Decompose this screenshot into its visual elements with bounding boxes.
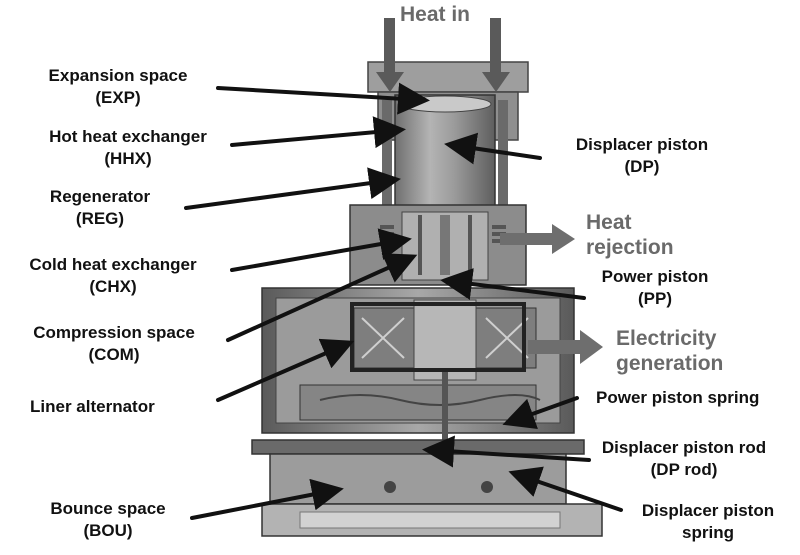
power-piston-name: Power piston bbox=[601, 267, 709, 286]
displacer-piston-spring-line1: Displacer piston bbox=[641, 501, 775, 520]
electricity-generation-line1: Electricity bbox=[616, 327, 717, 350]
leader-power-piston-spring bbox=[502, 396, 579, 429]
cold-hx-name: Cold heat exchanger bbox=[29, 255, 197, 274]
power-piston-spring-label: Power piston spring bbox=[596, 388, 760, 407]
displacer-piston-rod-name: Displacer piston rod bbox=[601, 438, 767, 457]
bounce-space-abbr: (BOU) bbox=[83, 521, 133, 540]
heat-in-label: Heat in bbox=[400, 3, 471, 26]
leader-expansion-space bbox=[216, 82, 430, 115]
leader-liner-alternator bbox=[216, 338, 355, 402]
leader-bounce-space bbox=[190, 478, 344, 520]
regenerator-label: Regenerator (REG) bbox=[34, 186, 166, 230]
electricity-generation-arrow bbox=[528, 330, 603, 364]
electricity-generation-line2: generation bbox=[616, 352, 724, 375]
expansion-space-label: Expansion space (EXP) bbox=[22, 65, 214, 109]
leader-displacer-piston bbox=[444, 132, 542, 165]
leader-compression-space bbox=[226, 253, 418, 342]
displacer-piston-spring-line2: spring bbox=[682, 523, 734, 542]
leader-hot-hx bbox=[230, 116, 406, 149]
displacer-piston-abbr: (DP) bbox=[624, 157, 660, 176]
displacer-piston-spring-label: Displacer piston spring bbox=[626, 500, 790, 544]
heat-in-arrows bbox=[376, 18, 510, 92]
regenerator-name: Regenerator bbox=[49, 187, 151, 206]
alternator-highlight-box bbox=[350, 302, 526, 372]
heat-rejection-line1: Heat bbox=[586, 211, 632, 234]
heat-rejection-line2: rejection bbox=[586, 236, 674, 259]
expansion-space-abbr: (EXP) bbox=[95, 88, 141, 107]
compression-space-name: Compression space bbox=[33, 323, 195, 342]
compression-space-abbr: (COM) bbox=[88, 345, 140, 364]
displacer-piston-rod-abbr: (DP rod) bbox=[650, 460, 718, 479]
heat-rejection-label: Heat rejection bbox=[586, 210, 674, 260]
hot-hx-name: Hot heat exchanger bbox=[49, 127, 207, 146]
power-piston-abbr: (PP) bbox=[638, 289, 672, 308]
leader-displacer-piston-spring bbox=[508, 466, 623, 512]
displacer-piston-name: Displacer piston bbox=[575, 135, 709, 154]
hot-heat-exchanger-label: Hot heat exchanger (HHX) bbox=[22, 126, 234, 170]
cold-heat-exchanger-label: Cold heat exchanger (CHX) bbox=[0, 254, 226, 298]
leader-regenerator bbox=[184, 167, 401, 210]
leader-displacer-piston-rod bbox=[422, 435, 591, 468]
displacer-piston-rod-label: Displacer piston rod (DP rod) bbox=[588, 437, 780, 481]
bounce-space-label: Bounce space (BOU) bbox=[30, 498, 186, 542]
heat-rejection-arrow bbox=[500, 224, 575, 254]
electricity-generation-label: Electricity generation bbox=[616, 326, 723, 376]
hot-hx-abbr: (HHX) bbox=[104, 149, 152, 168]
bounce-space-name: Bounce space bbox=[50, 499, 166, 518]
compression-space-label: Compression space (COM) bbox=[8, 322, 220, 366]
cold-hx-abbr: (CHX) bbox=[89, 277, 137, 296]
leader-power-piston bbox=[440, 268, 586, 300]
expansion-space-name: Expansion space bbox=[48, 66, 188, 85]
liner-alternator-label: Liner alternator bbox=[30, 397, 155, 416]
displacer-piston-label: Displacer piston (DP) bbox=[548, 134, 736, 178]
power-piston-label: Power piston (PP) bbox=[585, 266, 725, 310]
regenerator-abbr: (REG) bbox=[75, 209, 125, 228]
leader-cold-hx bbox=[230, 228, 412, 272]
